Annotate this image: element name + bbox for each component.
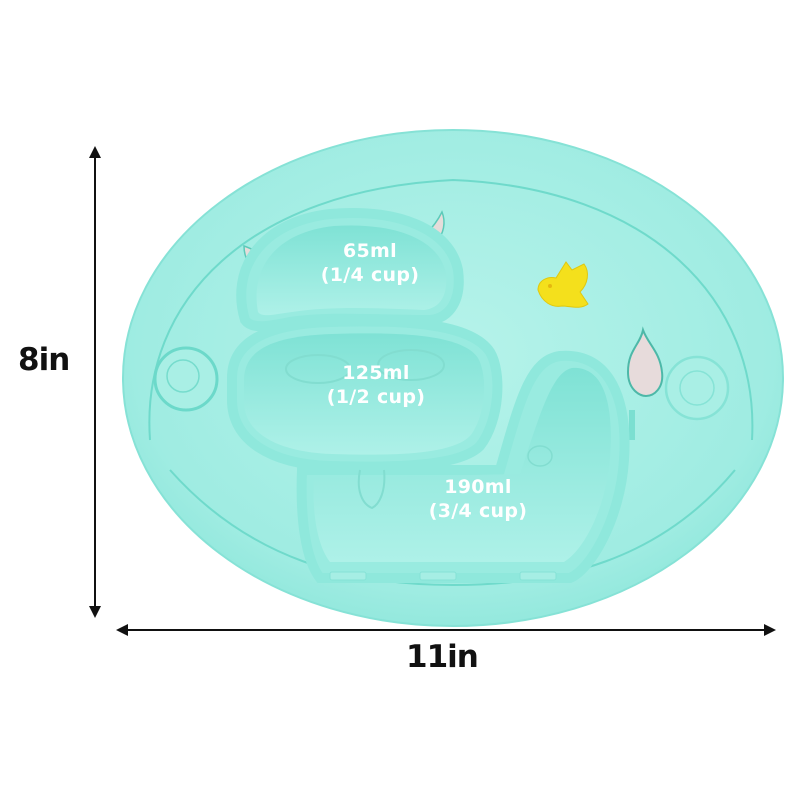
capacity-cups: (3/4 cup) xyxy=(428,499,528,522)
height-label: 8in xyxy=(18,342,70,378)
cow-tail xyxy=(626,326,664,440)
capacity-cups: (1/2 cup) xyxy=(326,385,426,408)
capacity-label-small: 65ml (1/4 cup) xyxy=(290,240,450,288)
right-suction-cup xyxy=(664,355,730,421)
capacity-label-large: 190ml (3/4 cup) xyxy=(388,476,568,524)
compartment-medium xyxy=(227,316,503,472)
capacity-volume: 65ml xyxy=(343,240,397,262)
yellow-bird-decoration xyxy=(537,261,589,308)
compartment-large xyxy=(296,350,630,583)
left-suction-cup xyxy=(153,346,219,412)
capacity-volume: 190ml xyxy=(444,476,512,498)
capacity-volume: 125ml xyxy=(342,362,410,384)
capacity-label-medium: 125ml (1/2 cup) xyxy=(286,362,466,410)
compartment-small xyxy=(236,208,464,332)
width-label: 11in xyxy=(406,639,479,675)
capacity-cups: (1/4 cup) xyxy=(320,263,420,286)
